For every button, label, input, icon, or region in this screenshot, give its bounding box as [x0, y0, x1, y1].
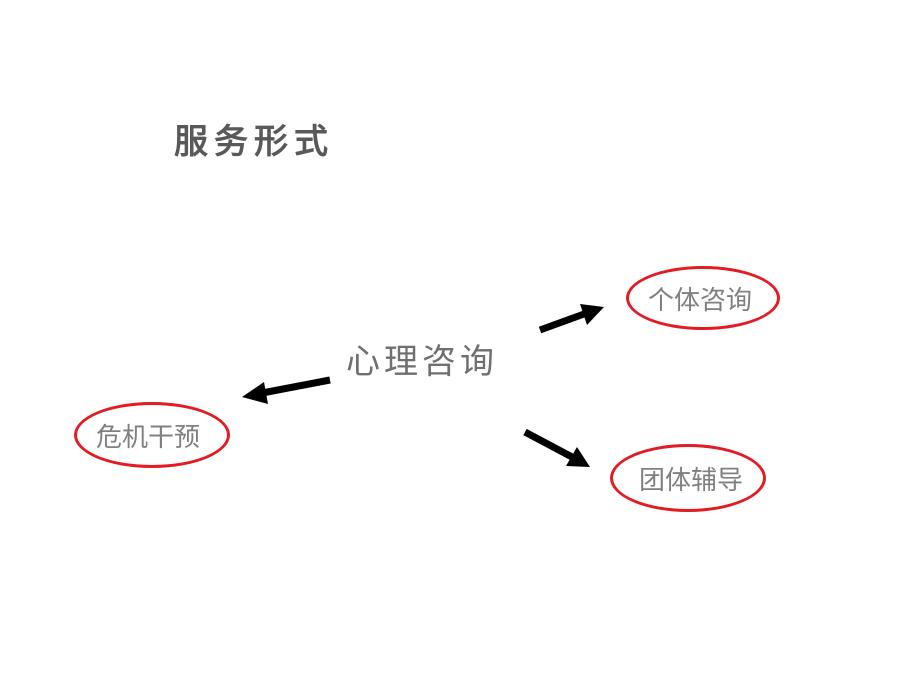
center-node-psychological-counseling: 心理咨询 [346, 342, 498, 382]
branch-label: 危机干预 [95, 422, 200, 453]
arrow-to-crisis-intervention [242, 376, 331, 404]
branch-crisis-intervention: 危机干预 [74, 402, 230, 468]
slide-title: 服务形式 [174, 122, 334, 162]
branch-label: 团体辅导 [638, 465, 743, 496]
arrow-to-group-counseling [523, 428, 590, 467]
branch-label: 个体咨询 [647, 285, 752, 316]
branch-individual-counseling: 个体咨询 [626, 266, 780, 330]
arrow-to-individual-counseling [538, 304, 604, 334]
branch-group-counseling: 团体辅导 [610, 444, 766, 512]
